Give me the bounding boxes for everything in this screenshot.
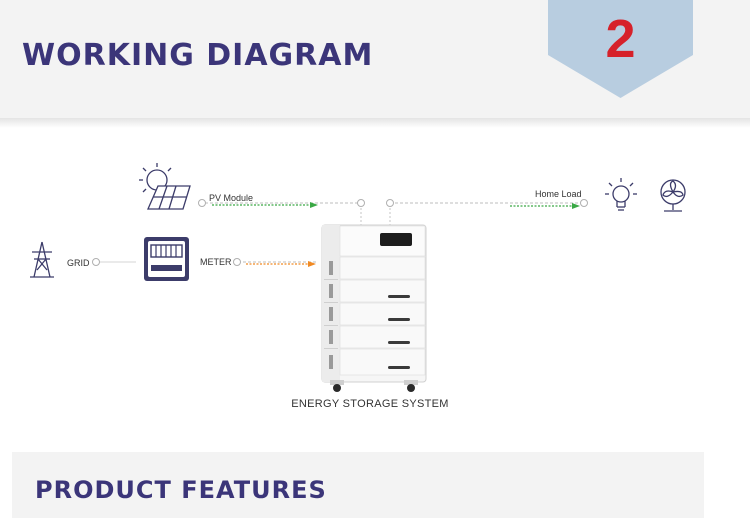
battery-modules	[339, 256, 426, 376]
inverter-display	[380, 233, 412, 246]
energy-storage-system-label: ENERGY STORAGE SYSTEM	[291, 398, 449, 410]
module-tags	[329, 261, 333, 369]
battery-cabinet-icon	[321, 224, 427, 392]
working-diagram	[30, 163, 686, 392]
badge-number: 2	[605, 9, 636, 69]
features-band	[12, 452, 704, 518]
solar-panel-icon	[139, 163, 191, 210]
cabinet-wheels	[330, 380, 418, 392]
grid-label: GRID	[67, 258, 90, 268]
working-diagram-title: WORKING DIAGRAM	[22, 38, 374, 73]
connection-lines	[99, 202, 581, 267]
connector-nodes	[92, 199, 588, 266]
badge-shape	[548, 0, 693, 98]
meter-label: METER	[200, 257, 232, 267]
header-shadow	[0, 118, 750, 128]
pv-module-label: PV Module	[209, 193, 254, 203]
product-features-title: PRODUCT FEATURES	[35, 476, 327, 504]
home-load-label: Home Load	[535, 189, 582, 199]
fan-icon	[660, 179, 686, 212]
step-badge: 2	[548, 0, 693, 98]
transmission-tower-icon	[30, 241, 54, 278]
light-bulb-icon	[605, 178, 637, 211]
electric-meter-icon	[144, 237, 189, 281]
